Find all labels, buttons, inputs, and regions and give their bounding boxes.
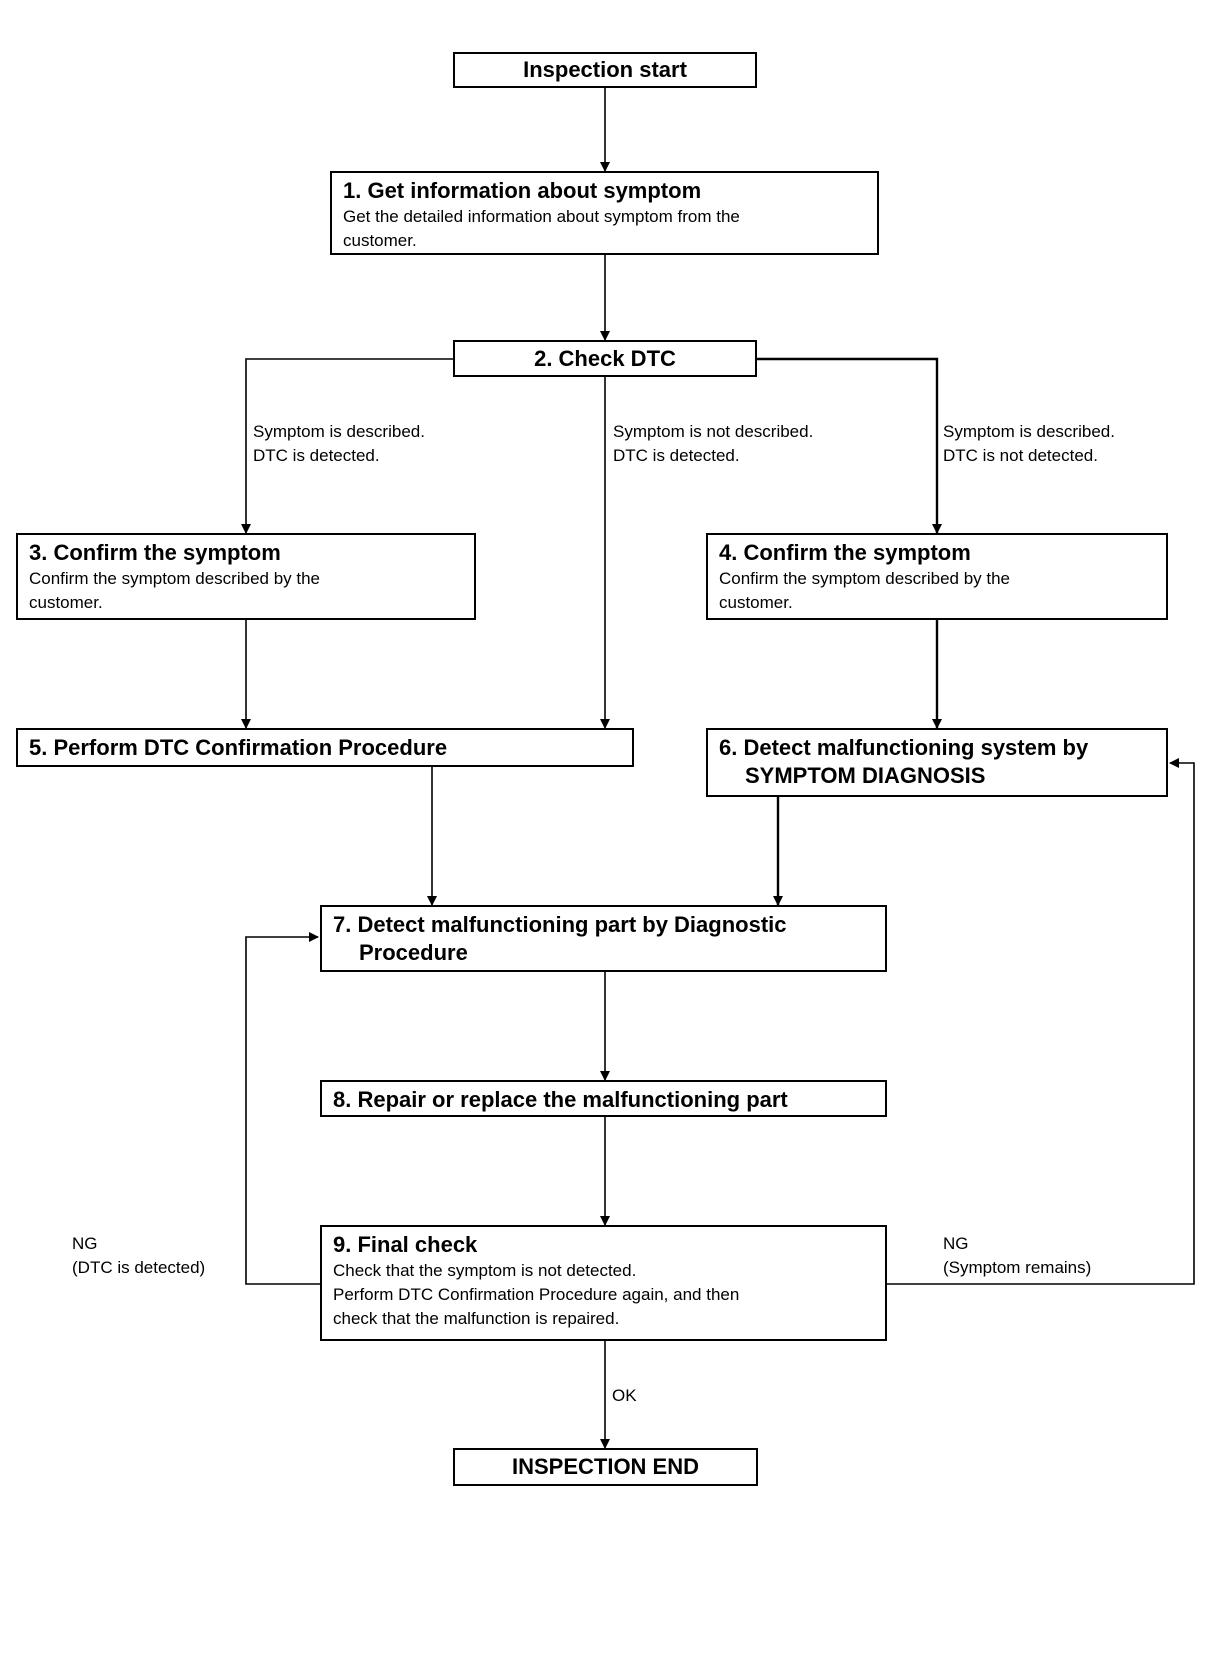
node-title: 6. Detect malfunctioning system by <box>719 735 1089 760</box>
edge-label-line: (DTC is detected) <box>72 1258 206 1277</box>
node-desc-line: check that the malfunction is repaired. <box>333 1309 620 1328</box>
node-desc-line: Get the detailed information about sympt… <box>343 207 740 226</box>
edge-label-line: Symptom is described. <box>943 422 1115 441</box>
node-title-continued: SYMPTOM DIAGNOSIS <box>745 763 986 788</box>
edge-label-right-branch: Symptom is described. DTC is not detecte… <box>943 420 1115 468</box>
node-title: 2. Check DTC <box>534 345 676 371</box>
node-title: INSPECTION END <box>511 1454 700 1479</box>
node-inspection-start: Inspection start <box>453 52 757 88</box>
edge-label-line: DTC is detected. <box>253 446 380 465</box>
node-step-2: 2. Check DTC <box>453 340 757 377</box>
edge-label-ng-symptom: NG (Symptom remains) <box>943 1232 1091 1280</box>
node-title: 8. Repair or replace the malfunctioning … <box>333 1087 788 1112</box>
edge-9-ng-to-7 <box>245 932 320 1285</box>
node-title: 7. Detect malfunctioning part by Diagnos… <box>333 912 787 937</box>
node-step-5: 5. Perform DTC Confirmation Procedure <box>16 728 634 767</box>
node-step-3: 3. Confirm the symptom Confirm the sympt… <box>16 533 476 620</box>
node-title: 3. Confirm the symptom <box>29 540 281 565</box>
edge-label-line: NG <box>943 1234 969 1253</box>
node-step-1: 1. Get information about symptom Get the… <box>330 171 879 255</box>
edge-2-to-3 <box>241 358 453 534</box>
node-step-7: 7. Detect malfunctioning part by Diagnos… <box>320 905 887 972</box>
edge-label-line: (Symptom remains) <box>943 1258 1092 1277</box>
node-step-4: 4. Confirm the symptom Confirm the sympt… <box>706 533 1168 620</box>
node-step-9: 9. Final check Check that the symptom is… <box>320 1225 887 1341</box>
node-title: 1. Get information about symptom <box>343 178 702 203</box>
edge-label-left-branch: Symptom is described. DTC is detected. <box>253 420 425 468</box>
node-step-8: 8. Repair or replace the malfunctioning … <box>320 1080 887 1117</box>
edge-label-line: DTC is detected. <box>613 446 740 465</box>
edge-label-middle-branch: Symptom is not described. DTC is detecte… <box>613 420 813 468</box>
edge-9-ng-to-6 <box>887 758 1195 1285</box>
edge-2-to-4 <box>757 357 942 534</box>
node-desc-line: Check that the symptom is not detected. <box>333 1261 637 1280</box>
node-title: Inspection start <box>523 57 687 82</box>
node-desc-line: customer. <box>719 593 793 612</box>
edge-label-ok: OK <box>612 1384 637 1408</box>
edge-label-line: Symptom is not described. <box>613 422 814 441</box>
node-title: 5. Perform DTC Confirmation Procedure <box>29 735 448 760</box>
edge-label-line: DTC is not detected. <box>943 446 1098 465</box>
node-title: 9. Final check <box>333 1232 478 1257</box>
edge-label-line: Symptom is described. <box>253 422 425 441</box>
node-desc-line: Confirm the symptom described by the <box>719 569 1011 588</box>
node-inspection-end: INSPECTION END <box>453 1448 758 1486</box>
node-desc-line: customer. <box>343 231 417 250</box>
node-title-continued: Procedure <box>359 940 468 965</box>
node-title: 4. Confirm the symptom <box>719 540 971 565</box>
node-desc-line: customer. <box>29 593 103 612</box>
edge-label-line: OK <box>612 1386 637 1405</box>
node-desc-line: Confirm the symptom described by the <box>29 569 321 588</box>
node-step-6: 6. Detect malfunctioning system by SYMPT… <box>706 728 1168 797</box>
edge-label-ng-dtc: NG (DTC is detected) <box>72 1232 205 1280</box>
node-desc-line: Perform DTC Confirmation Procedure again… <box>333 1285 740 1304</box>
edge-label-line: NG <box>72 1234 98 1253</box>
